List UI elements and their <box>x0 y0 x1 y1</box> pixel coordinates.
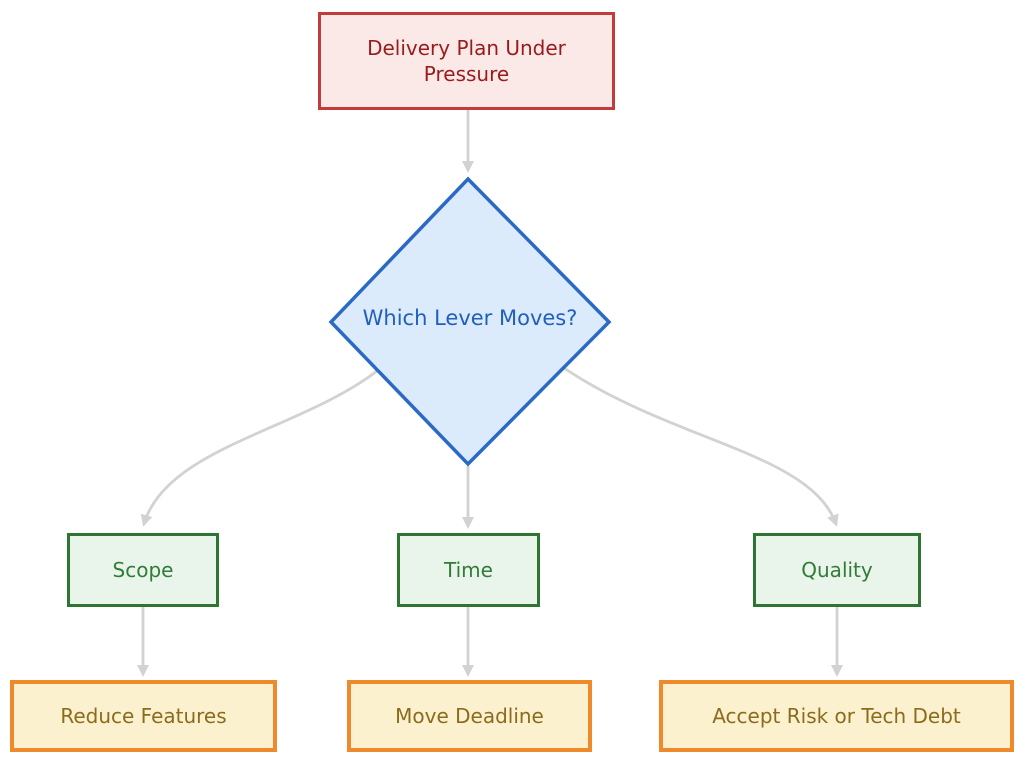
decision-diamond-shape <box>328 176 612 467</box>
node-problem-label-line2: Pressure <box>423 62 510 86</box>
node-reduce-features: Reduce Features <box>10 680 277 752</box>
node-quality-label: Quality <box>801 558 873 582</box>
node-accept-risk-label: Accept Risk or Tech Debt <box>712 704 961 728</box>
edge-decision-to-scope <box>140 369 378 527</box>
node-problem: Delivery Plan Under Pressure <box>318 12 615 110</box>
node-scope: Scope <box>67 533 219 607</box>
node-reduce-features-label: Reduce Features <box>60 704 227 728</box>
node-time-label: Time <box>444 558 493 582</box>
edge-decision-to-quality <box>560 364 839 527</box>
node-decision-label: Which Lever Moves? <box>362 306 578 330</box>
node-problem-label-line1: Delivery Plan Under <box>367 36 566 60</box>
node-scope-label: Scope <box>112 558 174 582</box>
node-time: Time <box>397 533 540 607</box>
node-move-deadline-label: Move Deadline <box>395 704 544 728</box>
node-quality: Quality <box>753 533 921 607</box>
node-accept-risk: Accept Risk or Tech Debt <box>659 680 1014 752</box>
node-move-deadline: Move Deadline <box>347 680 592 752</box>
